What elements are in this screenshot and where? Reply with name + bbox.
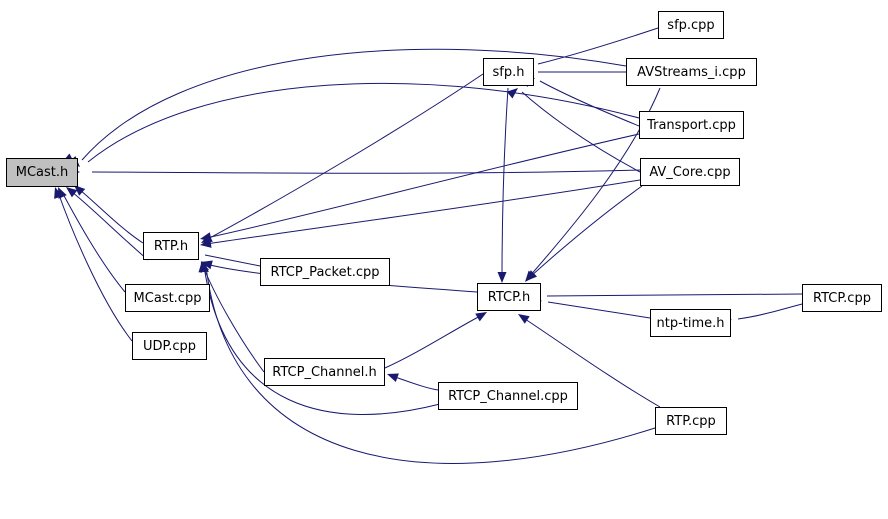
edge-transport_cpp-to-sfp_h	[523, 78, 640, 127]
edge-line	[537, 27, 659, 65]
edge-avstreams_i_cpp-to-sfp_h	[522, 67, 626, 77]
edge-line	[203, 265, 441, 415]
arrowhead-icon	[54, 187, 63, 199]
node-label: UDP.cpp	[142, 338, 197, 354]
node-label: ntp-time.h	[656, 315, 725, 331]
node-label: AVStreams_i.cpp	[637, 64, 746, 80]
node-label: MCast.h	[15, 165, 69, 180]
edge-line	[204, 254, 261, 267]
edge-rtp_h-to-mcast_h	[66, 187, 149, 261]
edge-line	[737, 303, 803, 320]
node-sfp_cpp[interactable]: sfp.cpp	[658, 11, 724, 39]
node-label: RTCP_Channel.h	[272, 364, 377, 380]
node-label: RTCP_Packet.cpp	[270, 264, 380, 280]
edge-av_core_cpp-to-mcast_h	[69, 167, 641, 177]
edge-transport_cpp-to-rtp_h	[200, 133, 640, 242]
edge-line	[521, 316, 661, 408]
node-rtcp_cpp[interactable]: RTCP.cpp	[802, 284, 882, 312]
edge-transport_cpp-to-mcast_h	[69, 82, 640, 167]
node-mcast_h[interactable]: MCast.h	[6, 158, 78, 187]
node-rtcp_packet_cpp[interactable]: RTCP_Packet.cpp	[260, 258, 390, 286]
arrowhead-icon	[518, 314, 530, 324]
node-label: RTCP.h	[487, 289, 531, 305]
arrowhead-icon	[201, 260, 213, 270]
arrowhead-icon	[526, 270, 538, 281]
edge-line	[91, 169, 641, 174]
edge-line	[205, 133, 640, 239]
arrowhead-icon	[66, 187, 78, 198]
edge-rtp_cpp-to-rtp_h	[199, 261, 656, 464]
arrowhead-icon	[387, 373, 399, 382]
edge-line	[205, 265, 656, 464]
edge-sfp_h-to-rtp_h	[201, 73, 484, 243]
node-sfp_h[interactable]: sfp.h	[483, 58, 534, 86]
node-udp_cpp[interactable]: UDP.cpp	[132, 332, 207, 360]
edge-line	[529, 185, 643, 278]
edge-udp_cpp-to-mcast_h	[54, 187, 133, 342]
node-label: Transport.cpp	[647, 117, 736, 133]
edge-mcast_cpp-to-mcast_h	[58, 187, 126, 293]
node-rtp_cpp[interactable]: RTP.cpp	[655, 407, 727, 435]
node-transport_cpp[interactable]: Transport.cpp	[639, 111, 744, 139]
edge-line	[81, 48, 627, 161]
node-label: sfp.h	[492, 64, 525, 80]
arrowhead-icon	[506, 88, 518, 99]
edge-line	[205, 179, 641, 245]
edge-line	[547, 301, 651, 319]
edge-rtcp_channel_cpp-to-rtcp_channel_h	[387, 373, 439, 391]
edge-av_core_cpp-to-rtp_h	[200, 179, 641, 248]
node-rtp_h[interactable]: RTP.h	[143, 232, 199, 260]
edge-sfp_h-to-rtcp_h	[497, 87, 509, 283]
edge-line	[384, 314, 483, 369]
node-label: RTP.cpp	[666, 413, 716, 429]
arrowhead-icon	[475, 312, 487, 322]
node-mcast_cpp[interactable]: MCast.cpp	[125, 284, 210, 312]
edge-av_core_cpp-to-sfp_h	[506, 88, 641, 173]
node-label: sfp.cpp	[667, 17, 715, 33]
arrowhead-icon	[74, 185, 86, 196]
node-ntp_time_h[interactable]: ntp-time.h	[650, 309, 731, 337]
node-label: RTP.h	[153, 238, 189, 254]
arrowhead-icon	[497, 272, 507, 283]
arrowhead-icon	[200, 239, 212, 248]
arrowhead-icon	[199, 261, 209, 273]
edge-rtp_cpp-to-rtcp_h	[518, 314, 661, 408]
edge-line	[501, 87, 509, 279]
node-label: MCast.cpp	[133, 290, 202, 306]
node-rtcp_channel_h[interactable]: RTCP_Channel.h	[264, 358, 385, 386]
edge-line	[79, 189, 144, 244]
edge-line	[87, 82, 640, 163]
edge-rtcp_channel_h-to-rtcp_h	[384, 312, 487, 369]
edge-line	[205, 73, 484, 241]
edge-av_core_cpp-to-rtcp_h	[526, 185, 643, 281]
node-rtcp_h[interactable]: RTCP.h	[477, 283, 541, 311]
node-label: RTCP.cpp	[813, 290, 871, 306]
edge-rtcp_cpp-to-rtcp_h	[530, 291, 803, 301]
edge-line	[57, 191, 133, 342]
arrowhead-icon	[200, 232, 212, 242]
edge-line	[539, 80, 640, 127]
edge-line	[546, 293, 803, 297]
node-label: AV_Core.cpp	[649, 164, 731, 180]
node-rtcp_channel_cpp[interactable]: RTCP_Channel.cpp	[438, 382, 578, 410]
edge-line	[71, 191, 149, 261]
node-label: RTCP_Channel.cpp	[448, 388, 568, 404]
node-avstreams_i_cpp[interactable]: AVStreams_i.cpp	[626, 58, 757, 86]
edge-line	[391, 375, 439, 391]
node-av_core_cpp[interactable]: AV_Core.cpp	[640, 158, 740, 186]
edge-line	[521, 91, 641, 173]
edge-rtp_h-to-mcast_h	[74, 185, 144, 244]
edge-ntp_time_h-to-rtcp_h	[530, 294, 651, 319]
edge-rtcp_cpp-to-ntp_time_h	[720, 303, 803, 322]
edge-line	[61, 191, 126, 293]
